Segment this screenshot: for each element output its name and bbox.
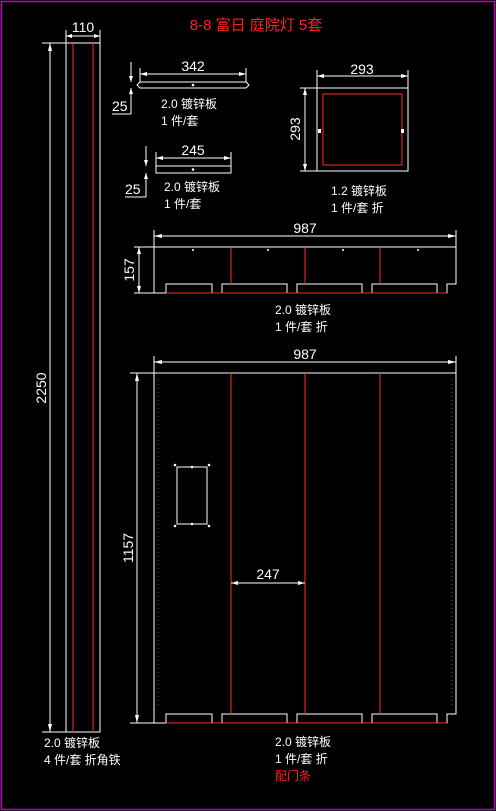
panel-small-note-line1: 2.0 镀锌板 [275,303,331,317]
post-width-dim: 110 [72,19,95,35]
panel-large-note-line3: 配门条 [275,768,311,783]
square-293-inner-fold [322,93,403,166]
square-293-height-dim: 293 [287,117,303,141]
panel-large-note-line2: 1 件/套 折 [275,751,328,766]
panel-small-part: 987 157 2.0 镀锌板 1 件/套 折 [121,220,457,334]
square-293-part: 293 293 1.2 镀锌板 1 件/套 折 [287,61,409,215]
post-note-line1: 2.0 镀锌板 [44,736,100,750]
panel-large-cutout [176,466,208,525]
panel-small-outline [153,246,457,294]
square-293-note-line2: 1 件/套 折 [331,200,384,215]
panel-large-part: 247 987 1157 2.0 镀锌板 1 件/套 折 配门条 [120,346,457,783]
panel-large-width-dim: 987 [293,346,317,362]
strip-342-note-line1: 2.0 镀锌板 [161,97,217,111]
panel-large-inner-dim: 247 [256,566,280,582]
strip-245-length-dim: 245 [181,142,205,158]
post-height-dim: 2250 [33,372,49,403]
square-293-note-line1: 1.2 镀锌板 [331,184,387,198]
panel-small-height-dim: 157 [121,258,137,282]
panel-large-outline [153,372,457,724]
post-outline [65,42,101,733]
strip-245-part: 245 25 2.0 镀锌板 1 件/套 [125,142,232,211]
drawing-title: 8-8 富日 庭院灯 5套 [190,16,323,34]
panel-large-height-dim: 1157 [120,533,136,563]
panel-large-note-line1: 2.0 镀锌板 [275,735,331,749]
strip-342-part: 342 25 2.0 镀锌板 1 件/套 [112,58,250,128]
strip-342-length-dim: 342 [181,58,205,74]
panel-small-width-dim: 987 [293,220,317,236]
square-293-width-dim: 293 [350,61,374,77]
strip-245-height-dim: 25 [125,181,141,197]
square-293-outline [316,87,409,172]
strip-342-height-dim: 25 [112,98,128,114]
strip-342-note-line2: 1 件/套 [161,114,198,128]
post-note-line2: 4 件/套 折角铁 [44,752,121,767]
strip-245-outline [155,165,232,174]
strip-245-note-line2: 1 件/套 [164,197,201,211]
strip-245-note-line1: 2.0 镀锌板 [164,180,220,194]
post-part: 110 2250 2.0 镀锌板 4 件/套 折角铁 [33,19,121,767]
panel-small-note-line2: 1 件/套 折 [275,319,328,334]
